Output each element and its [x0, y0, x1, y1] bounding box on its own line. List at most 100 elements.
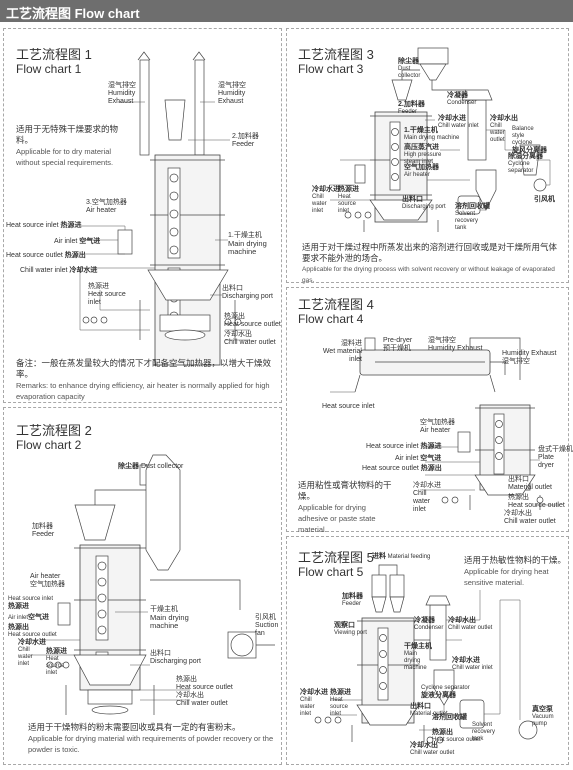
p3-dust-collector-label: 除尘器 Dust collector — [398, 58, 421, 79]
p2-main-machine-label: 干燥主机 Main drying machine — [150, 606, 189, 630]
p2-air-inlet-label: Air inlet空气进 — [8, 614, 50, 621]
flow-chart-2-title-cn: 工艺流程图 2 — [16, 423, 92, 438]
flow-chart-3-title-en: Flow chart 3 — [298, 62, 364, 76]
p3-balance-cyclone-label: Balance style cyclone 旋风分离器 — [512, 126, 547, 154]
p5-main-machine-label: 干燥主机 Main drying machine — [404, 643, 432, 671]
flow-chart-2-title-en: Flow chart 2 — [16, 438, 82, 452]
flow-chart-3-panel — [286, 28, 569, 283]
p2-air-heater-label: Air heater 空气加热器 — [30, 573, 65, 588]
page-title: 工艺流程图 Flow chart — [6, 6, 140, 21]
p5-chill-outlet2-label: 冷却水出 Chill water outlet — [410, 742, 455, 756]
p4-chill-outlet-label: 冷却水出 Chill water outlet — [504, 510, 556, 525]
p3-feeder-label: 2.加料器 Feeder — [398, 101, 425, 115]
flow-chart-1-description: 适用于无特殊干燥要求的物料。 Applicable for to dry mat… — [16, 124, 121, 168]
flow-chart-4-title-en: Flow chart 4 — [298, 312, 364, 326]
flow-chart-4-title-cn: 工艺流程图 4 — [298, 297, 374, 312]
flow-chart-3-title-cn: 工艺流程图 3 — [298, 47, 374, 62]
p3-fan-label: 引风机 — [534, 196, 555, 203]
flow-chart-5-description: 适用于热敏性物料的干燥。 Applicable for drying heat … — [464, 555, 567, 587]
flow-chart-2-description: 适用于干燥物料的粉末需要回收或具有一定的有害粉末。 Applicable for… — [28, 722, 274, 754]
p2-heat-outlet2-label: 热源出 Heat source outlet — [176, 676, 233, 691]
p5-chill-outlet-label: 冷却水出 Chill water outlet — [448, 617, 493, 631]
p4-air-inlet-label: Air inlet 空气进 — [395, 455, 442, 462]
p2-feeder-label: 加料器 Feeder — [32, 523, 55, 538]
p1-chill-inlet-label: Chill water inlet 冷却水进 — [20, 267, 98, 274]
p2-discharge-label: 出料口 Discharging port — [150, 650, 201, 665]
p5-material-outlet-label: 出料口 Material outlet — [410, 703, 448, 717]
p1-air-inlet-label: Air inlet 空气进 — [54, 238, 101, 245]
p3-heat-source-label: 热源进 Heat source inlet — [338, 186, 359, 214]
flow-chart-5-title-cn: 工艺流程图 5 — [298, 550, 374, 565]
p4-heat-source-in-label: Heat source inlet — [322, 403, 375, 410]
p5-chill-inlet-label: 冷却水进 Chill water inlet — [452, 657, 493, 671]
p5-viewport-label: 观察口 Viewing port — [334, 622, 367, 636]
p1-air-heater-label: 3.空气加热器 Air heater — [86, 199, 127, 214]
p2-suction-fan-label: 引风机 Suction fan — [255, 614, 279, 637]
p1-heat-outlet2-label: 热源出 Heat source outlet — [224, 313, 281, 328]
p2-heat-outlet-label: 热源出 Heat source outlet — [8, 624, 57, 638]
p5-heat-outlet-label: 热源出 Heat source outlet — [432, 729, 481, 743]
flow-chart-4-panel — [286, 287, 569, 532]
p5-cyclone-label: Cyclone separator 旋液分离器 — [421, 685, 470, 699]
p1-heat-inlet-label: Heat source inlet 热源进 — [6, 222, 82, 229]
flow-chart-1-title-cn: 工艺流程图 1 — [16, 47, 92, 62]
flow-chart-1-panel — [3, 28, 282, 403]
flow-chart-5-title-en: Flow chart 5 — [298, 565, 364, 579]
flow-chart-4-description: 适用粘性或膏状物料的干燥。 Applicable for drying adhe… — [298, 480, 392, 534]
p1-heat-source-inlet-label: 热源进 Heat source inlet — [88, 283, 126, 306]
p1-main-machine-label: 1.干燥主机 Main drying machine — [228, 232, 267, 256]
flow-chart-5-panel — [286, 536, 569, 765]
p3-discharge-label: 出料口 Discharging port — [402, 196, 446, 210]
p5-recovery-tank-label: 溶剂回收罐 Solvent recovery tank — [432, 714, 496, 742]
p4-chill-inlet-label: 冷却水进 Chill water inlet — [413, 482, 441, 513]
p1-exhaust-right-label: 湿气排空 Humidity Exhaust — [218, 82, 246, 105]
p4-heat-outlet2-label: 热源出 Heat source outlet — [508, 494, 565, 509]
p1-discharge-label: 出料口 Discharging port — [222, 285, 273, 300]
p3-chill-inlet-label: 冷却水进 Chill water inlet — [438, 115, 479, 129]
p3-air-heater-label: 空气加热器 Air heater — [404, 164, 439, 178]
p2-chill-outlet-label: 冷却水出 Chill water outlet — [176, 692, 228, 707]
p2-chill-inlet-label: 冷却水进 Chill water inlet — [18, 639, 46, 667]
p3-steam-inlet-label: 高压蒸汽进 High pressure steam inlet — [404, 144, 442, 165]
p1-feeder-label: 2.加料器 Feeder — [232, 133, 259, 148]
p4-wet-inlet-label: 湿料进 Wet material inlet — [322, 340, 362, 363]
p4-predryer-label: Pre-dryer 预干燥机 — [383, 337, 413, 352]
p3-cyclone-separator-label: 除湿分离器 Cyclone separator — [508, 153, 543, 174]
p5-vacuum-pump-label: 真空泵 Vacuum pump — [532, 706, 554, 727]
p5-feeder-label: 加料器 Feeder — [342, 593, 363, 607]
p5-chill-inlet2-label: 冷却水进 Chill water inlet — [300, 689, 328, 717]
p4-exhaust-label: 湿气排空 Humidity Exhaust — [428, 337, 483, 352]
flow-chart-1-description-en: Applicable for to dry material without s… — [16, 147, 114, 167]
p4-material-outlet-label: 出料口 Material outlet — [508, 476, 552, 491]
flow-chart-2-panel — [3, 407, 282, 765]
p4-heat-outlet-label: Heat source outlet 热源出 — [362, 465, 442, 472]
p1-exhaust-left-label: 湿气排空 Humidity Exhaust — [108, 82, 136, 105]
p1-heat-outlet-label: Heat source outlet 热源出 — [6, 252, 86, 259]
p3-chill-outlet-label: 冷却水出 Chill water outlet — [490, 115, 518, 143]
p5-heat-source-label: 热源进 Heat source inlet — [330, 689, 351, 717]
p4-heat-inlet-label: Heat source inlet 热源进 — [366, 443, 442, 450]
p3-condenser-label: 冷凝器 Condenser — [447, 92, 477, 106]
p5-material-feeding-label: 进料 Material feeding — [372, 553, 431, 560]
flow-chart-1-description-cn: 适用于无特殊干燥要求的物料。 — [16, 124, 119, 145]
p1-chill-outlet-label: 冷却水出 Chill water outlet — [224, 331, 276, 346]
p3-main-machine-label: 1.干燥主机 Main drying machine — [404, 127, 460, 141]
flow-chart-1-title-en: Flow chart 1 — [16, 62, 82, 76]
p2-heat-inlet-label: Heat source inlet 热源进 — [8, 596, 54, 610]
p5-condenser-label: 冷凝器 Condenser — [414, 617, 444, 631]
p4-exhaust2-label: Humidity Exhaust 湿气排空 — [502, 350, 557, 365]
flow-chart-1-remark: 备注：一般在蒸发量较大的情况下才配备空气加热器，以增大干燥效率。 Remarks… — [16, 358, 272, 401]
p3-chill-water-inlet-label: 冷却水进 Chill water inlet — [312, 186, 340, 214]
p3-solvent-tank-label: 溶剂回收罐 Solvent recovery tank — [455, 203, 490, 231]
p2-dust-collector-label: 除尘器 Dust collector — [118, 463, 184, 470]
p4-air-heater-label: 空气加热器 Air heater — [420, 419, 455, 434]
flow-chart-3-description: 适用于对干燥过程中所蒸发出来的溶剂进行回收或是对干燥所用气体要求不能外泄的场合。… — [302, 242, 558, 284]
page-header: 工艺流程图 Flow chart — [0, 0, 573, 22]
p2-heat-inlet2-label: 热源进 Heat source inlet — [46, 648, 67, 676]
p4-plate-dryer-label: 盘式干燥机 Plate dryer — [538, 446, 573, 469]
